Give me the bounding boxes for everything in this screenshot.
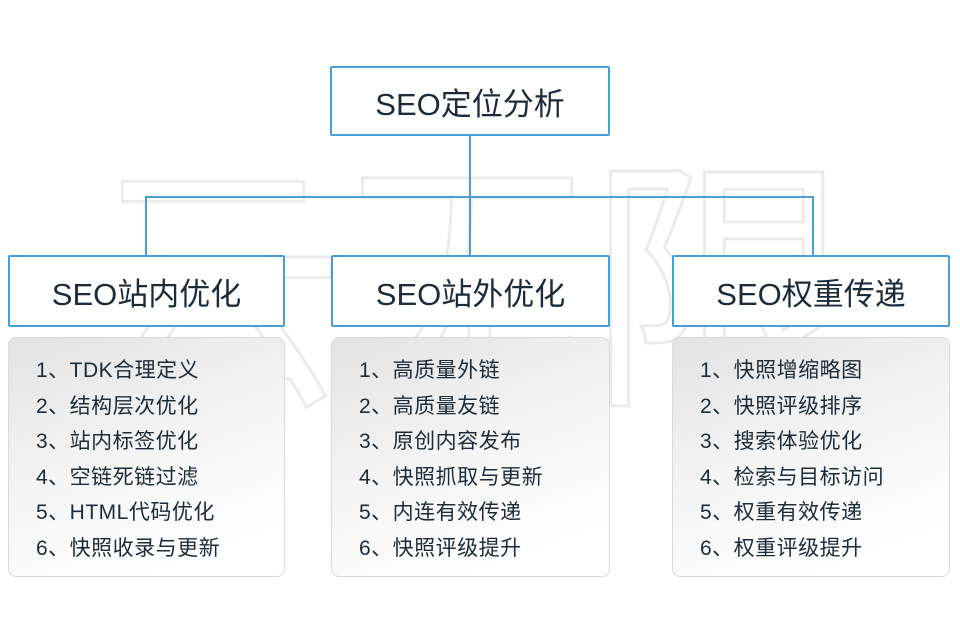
column-onsite: SEO站内优化 1、TDK合理定义 2、结构层次优化 3、站内标签优化 4、空链…	[8, 255, 285, 577]
list-item: 3、搜索体验优化	[700, 430, 863, 453]
connector-branch-left	[145, 197, 147, 255]
column-header-onsite: SEO站内优化	[8, 255, 285, 327]
column-header-weight: SEO权重传递	[672, 255, 950, 327]
list-item: 2、结构层次优化	[36, 394, 199, 418]
connector-branch-center	[469, 197, 471, 255]
list-item: 5、HTML代码优化	[36, 501, 215, 524]
connector-branch-right	[812, 197, 814, 255]
connector-root-drop	[469, 136, 471, 197]
list-item: 2、快照评级排序	[700, 394, 863, 418]
list-box-offsite: 1、高质量外链 2、高质量友链 3、原创内容发布 4、快照抓取与更新 5、内连有…	[331, 337, 610, 577]
column-offsite: SEO站外优化 1、高质量外链 2、高质量友链 3、原创内容发布 4、快照抓取与…	[331, 255, 610, 577]
list-item: 1、高质量外链	[359, 359, 501, 382]
list-item: 5、权重有效传递	[700, 501, 863, 524]
list-item: 6、快照评级提升	[359, 536, 522, 560]
connector-horizontal	[145, 196, 814, 198]
list-item: 4、快照抓取与更新	[359, 465, 544, 489]
list-item: 6、快照收录与更新	[36, 536, 221, 560]
column-title: SEO站内优化	[51, 276, 242, 312]
list-item: 1、TDK合理定义	[36, 359, 200, 382]
root-node: SEO定位分析	[330, 66, 610, 136]
list-item: 6、权重评级提升	[700, 536, 863, 560]
column-weight: SEO权重传递 1、快照增缩略图 2、快照评级排序 3、搜索体验优化 4、检索与…	[672, 255, 950, 577]
list-item: 3、站内标签优化	[36, 430, 199, 453]
list-box-onsite: 1、TDK合理定义 2、结构层次优化 3、站内标签优化 4、空链死链过滤 5、H…	[8, 337, 285, 577]
root-title: SEO定位分析	[375, 86, 565, 122]
column-title: SEO站外优化	[375, 276, 566, 312]
list-item: 4、检索与目标访问	[700, 465, 885, 489]
column-header-offsite: SEO站外优化	[331, 255, 610, 327]
list-item: 1、快照增缩略图	[700, 359, 863, 382]
list-box-weight: 1、快照增缩略图 2、快照评级排序 3、搜索体验优化 4、检索与目标访问 5、权…	[672, 337, 950, 577]
list-item: 4、空链死链过滤	[36, 465, 199, 489]
column-title: SEO权重传递	[716, 276, 906, 312]
list-item: 5、内连有效传递	[359, 501, 522, 524]
list-item: 2、高质量友链	[359, 394, 501, 418]
list-item: 3、原创内容发布	[359, 430, 522, 453]
